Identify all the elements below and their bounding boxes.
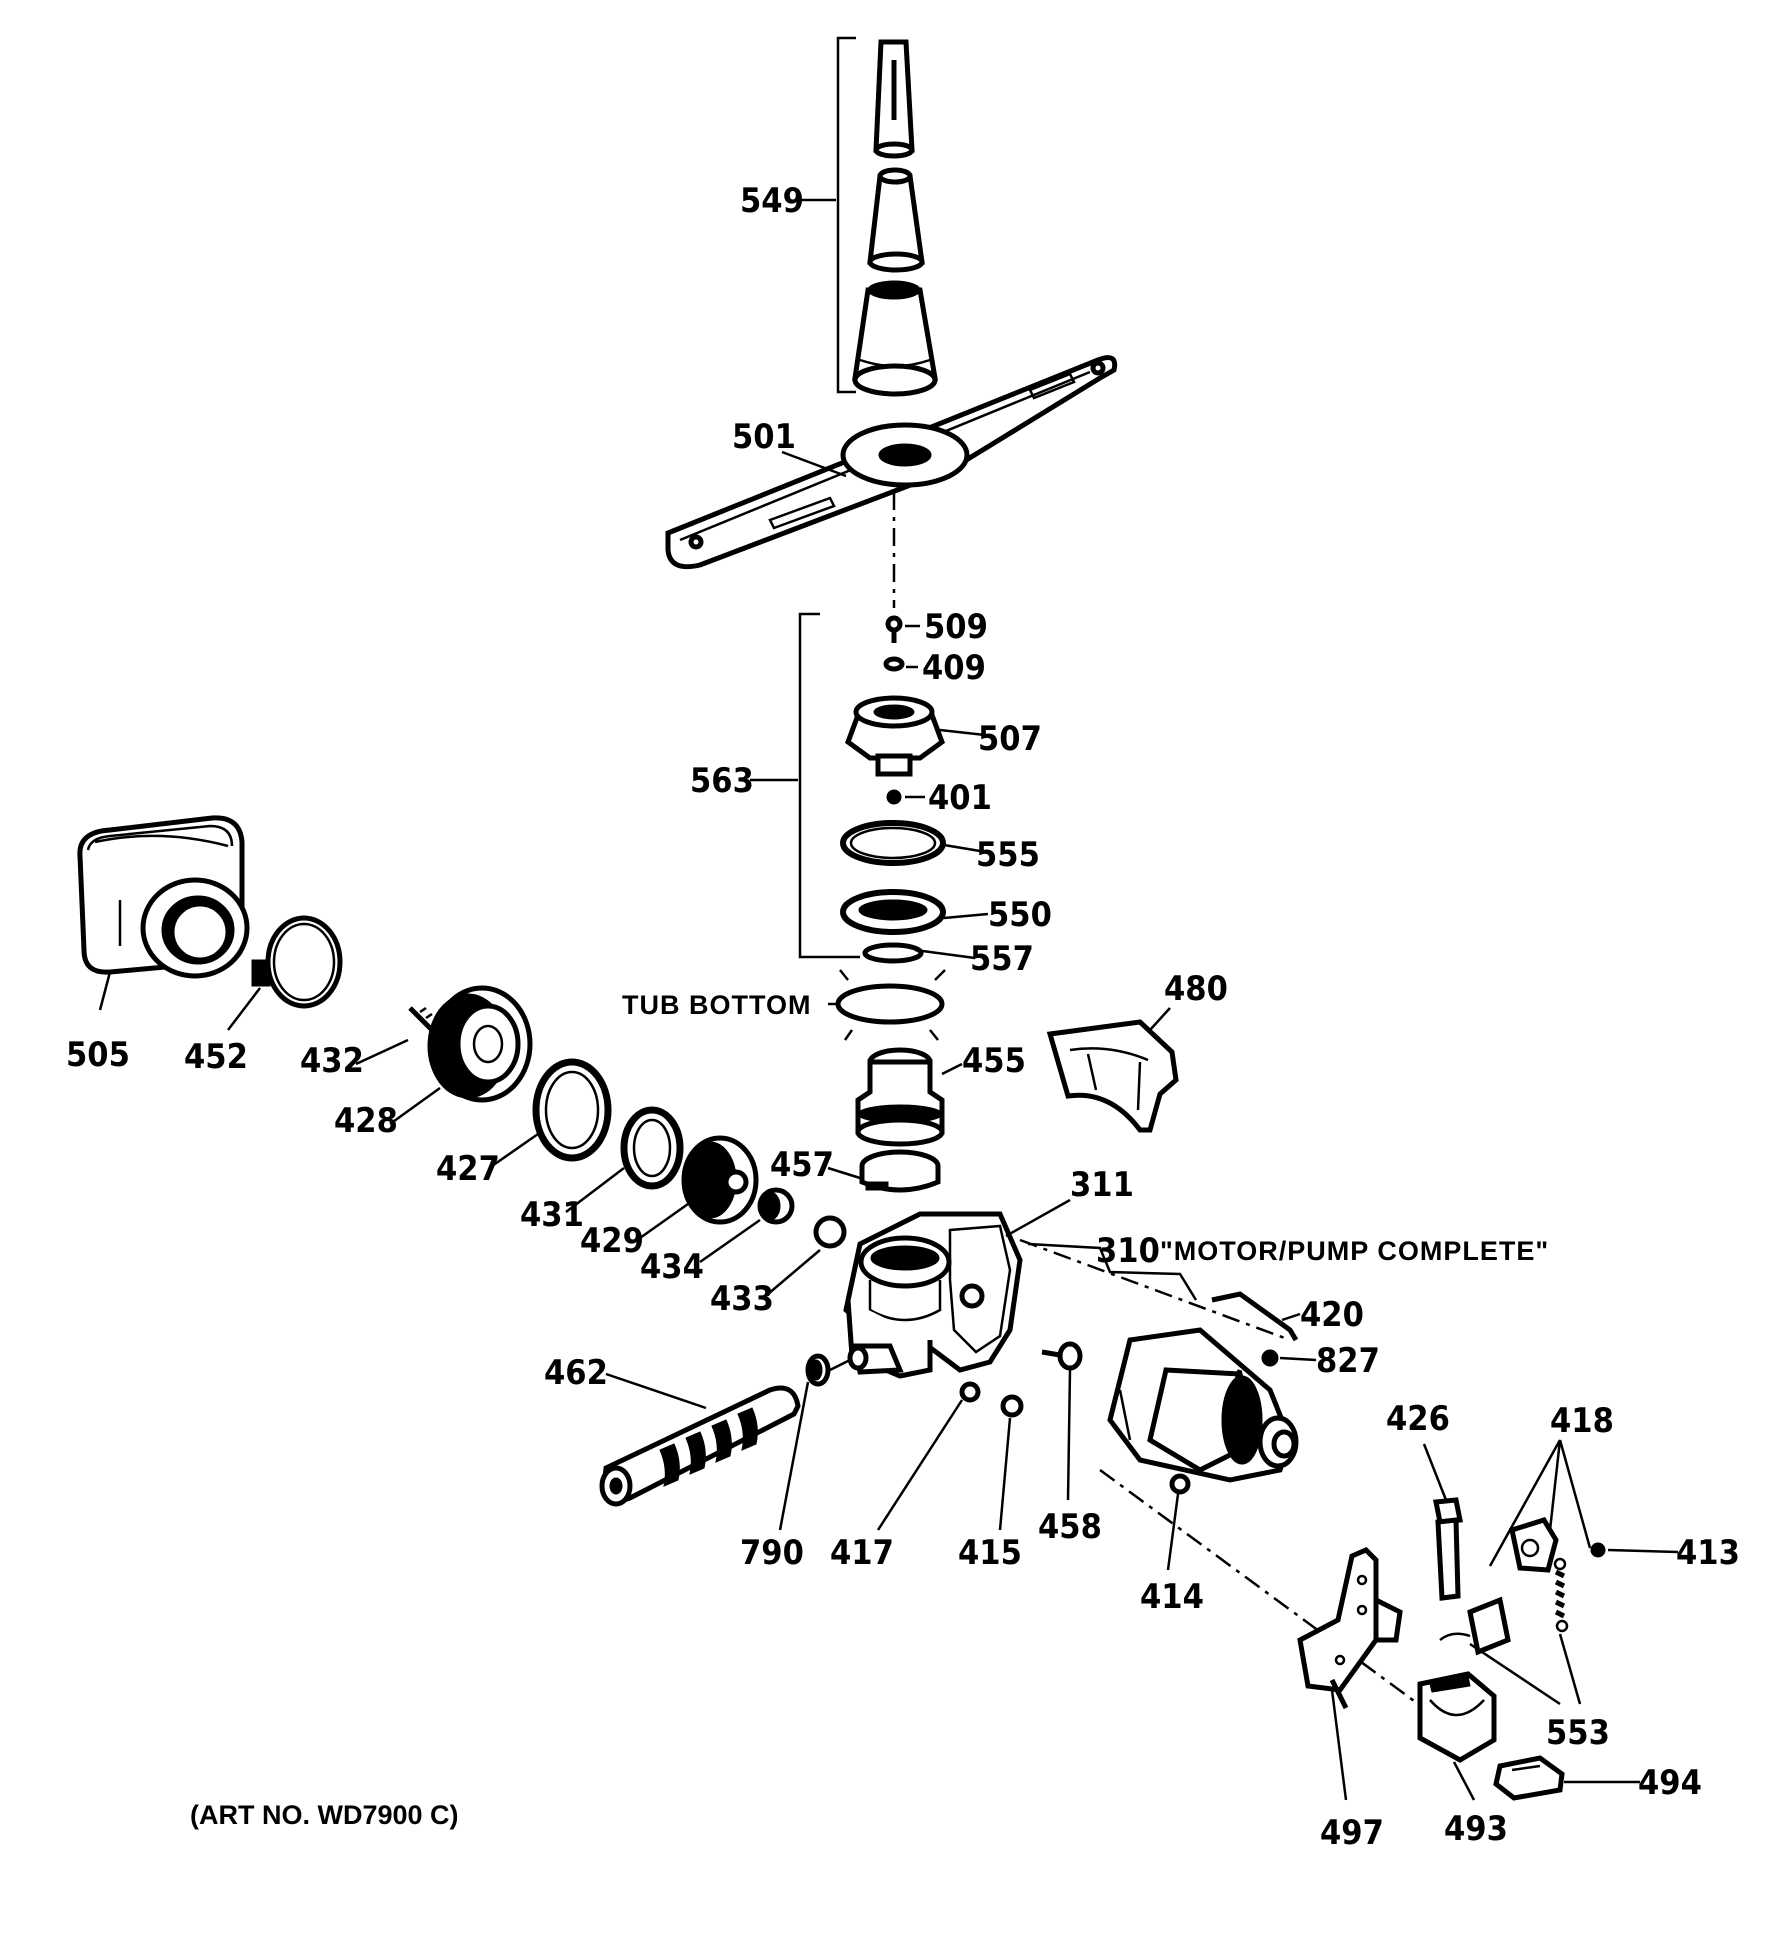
label-457: 457 — [770, 1145, 834, 1185]
part-549-nozzle-assembly — [800, 36, 938, 397]
label-414: 414 — [1140, 1577, 1204, 1617]
label-790: 790 — [740, 1533, 804, 1573]
label-434: 434 — [640, 1247, 704, 1287]
label-310: 310 — [1096, 1231, 1160, 1271]
part-429-impeller — [681, 1135, 759, 1225]
label-827: 827 — [1316, 1341, 1380, 1381]
motor-pump-complete-label: "MOTOR/PUMP COMPLETE" — [1160, 1236, 1549, 1266]
part-432-spring — [408, 1006, 442, 1040]
tub-bottom-label: TUB BOTTOM — [622, 990, 811, 1020]
part-433-seal — [813, 1215, 847, 1249]
label-493: 493 — [1444, 1809, 1508, 1849]
label-452: 452 — [184, 1037, 248, 1077]
part-497-bracket — [1297, 1547, 1403, 1710]
part-431-ring — [620, 1106, 684, 1190]
label-455: 455 — [962, 1041, 1026, 1081]
label-429: 429 — [580, 1221, 644, 1261]
part-311-pump-housing — [843, 1211, 1023, 1379]
label-549: 549 — [740, 181, 804, 221]
label-432: 432 — [300, 1041, 364, 1081]
part-553-spring — [1553, 1557, 1569, 1633]
label-311: 311 — [1070, 1165, 1134, 1205]
art-number: (ART NO. WD7900 C) — [190, 1800, 459, 1830]
label-431: 431 — [520, 1195, 584, 1235]
part-413-screw — [1590, 1542, 1606, 1558]
label-505: 505 — [66, 1035, 130, 1075]
label-557: 557 — [970, 939, 1034, 979]
part-420-wire — [1211, 1291, 1299, 1342]
label-497: 497 — [1320, 1813, 1384, 1853]
label-401: 401 — [928, 778, 992, 818]
label-418: 418 — [1550, 1401, 1614, 1441]
part-494-pad — [1493, 1755, 1565, 1801]
tub-bottom-ring — [835, 983, 945, 1025]
part-417-nut — [959, 1381, 981, 1403]
label-415: 415 — [958, 1533, 1022, 1573]
part-509-screw — [885, 615, 903, 643]
part-418-clip — [1439, 1517, 1559, 1656]
part-415-nut — [1000, 1394, 1024, 1418]
part-427-ring — [532, 1058, 612, 1162]
part-507-hub — [844, 695, 946, 777]
label-555: 555 — [976, 835, 1040, 875]
label-427: 427 — [436, 1149, 500, 1189]
label-480: 480 — [1164, 969, 1228, 1009]
part-motor — [1107, 1327, 1299, 1483]
label-433: 433 — [710, 1279, 774, 1319]
part-455-collar — [855, 1047, 945, 1147]
part-505-housing — [77, 815, 250, 979]
label-417: 417 — [830, 1533, 894, 1573]
part-457-clamp — [859, 1149, 941, 1193]
part-827-screw — [1261, 1349, 1279, 1367]
part-493-bracket — [1417, 1671, 1497, 1763]
part-480-deflector — [1046, 1019, 1179, 1133]
label-428: 428 — [334, 1101, 398, 1141]
label-426: 426 — [1386, 1399, 1450, 1439]
label-507: 507 — [978, 719, 1042, 759]
label-420: 420 — [1300, 1295, 1364, 1335]
part-434-bushing — [757, 1187, 795, 1225]
part-452-clamp — [251, 915, 343, 1009]
label-409: 409 — [922, 648, 986, 688]
label-563: 563 — [690, 761, 754, 801]
part-426-bracket — [1433, 1497, 1463, 1601]
part-401-ball — [886, 789, 902, 805]
label-501: 501 — [732, 417, 796, 457]
label-553: 553 — [1546, 1713, 1610, 1753]
label-550: 550 — [988, 895, 1052, 935]
label-509: 509 — [924, 607, 988, 647]
label-458: 458 — [1038, 1507, 1102, 1547]
part-414-screw — [1169, 1473, 1191, 1495]
part-462-hose — [599, 1385, 801, 1507]
part-501-spray-arm — [665, 355, 1118, 570]
part-555-ring — [840, 820, 946, 866]
part-550-cup — [840, 889, 946, 964]
label-413: 413 — [1676, 1533, 1740, 1573]
part-409-washer — [883, 656, 905, 672]
part-790-spring — [805, 1345, 869, 1387]
part-428-impeller — [427, 985, 533, 1103]
label-494: 494 — [1638, 1763, 1702, 1803]
part-458-shaft — [1041, 1341, 1083, 1371]
label-462: 462 — [544, 1353, 608, 1393]
